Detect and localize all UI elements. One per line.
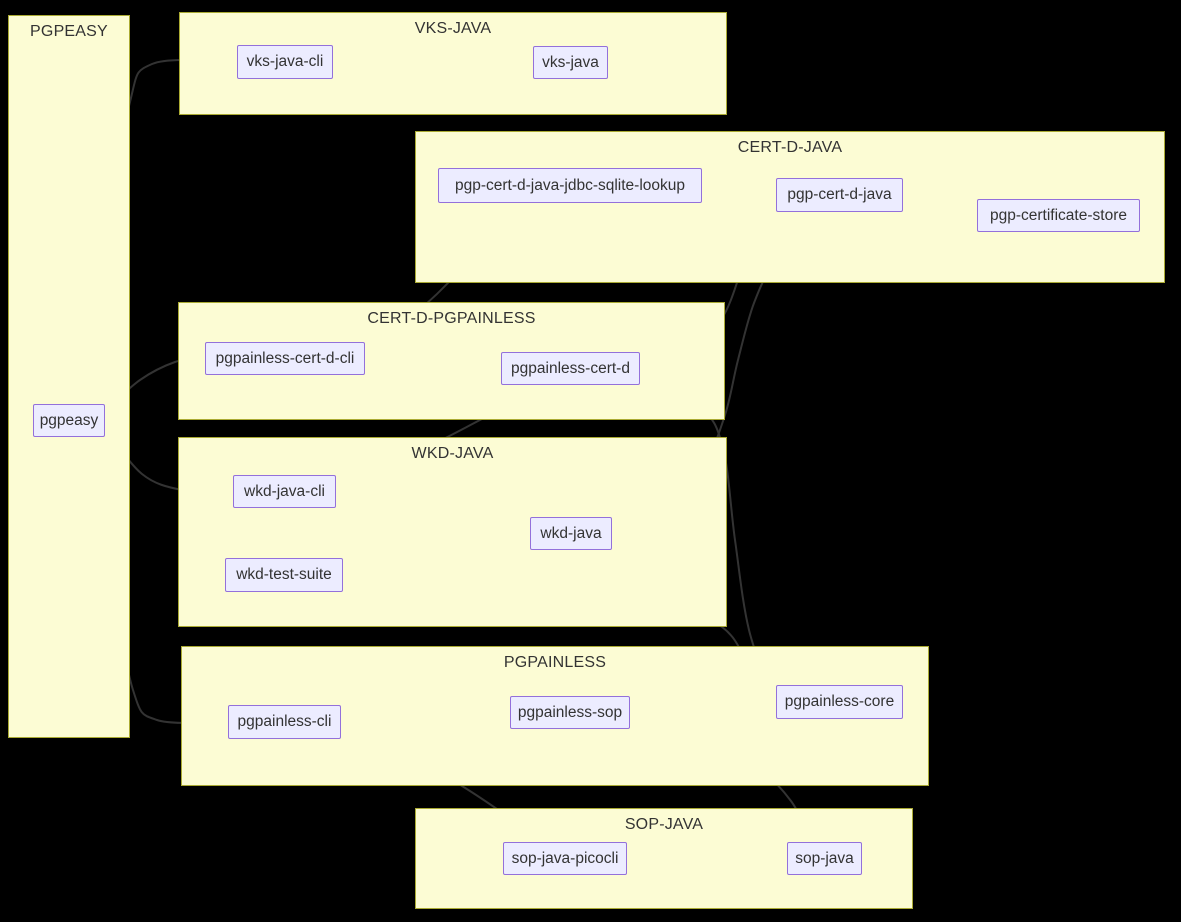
cluster-title-CERT-D-JAVA: CERT-D-JAVA xyxy=(737,139,843,156)
cluster-title-VKS-JAVA: VKS-JAVA xyxy=(414,20,492,37)
node-pgpainless-cert-d: pgpainless-cert-d xyxy=(501,352,640,385)
cluster-title-SOP-JAVA: SOP-JAVA xyxy=(624,816,704,833)
cluster-PGPEASY: PGPEASY xyxy=(8,15,130,738)
cluster-title-CERT-D-PGPAINLESS: CERT-D-PGPAINLESS xyxy=(367,310,536,327)
node-pgpainless-cert-d-cli: pgpainless-cert-d-cli xyxy=(205,342,365,375)
node-wkd-java: wkd-java xyxy=(530,517,612,550)
node-pgpainless-cli: pgpainless-cli xyxy=(228,705,341,739)
node-sop-java: sop-java xyxy=(787,842,862,875)
node-sop-java-picocli: sop-java-picocli xyxy=(503,842,627,875)
node-wkd-test-suite: wkd-test-suite xyxy=(225,558,343,592)
node-pgp-cert-d-java: pgp-cert-d-java xyxy=(776,178,903,212)
cluster-WKD-JAVA: WKD-JAVA xyxy=(178,437,727,627)
node-pgp-certificate-store: pgp-certificate-store xyxy=(977,199,1140,232)
cluster-title-WKD-JAVA: WKD-JAVA xyxy=(411,445,494,462)
node-wkd-java-cli: wkd-java-cli xyxy=(233,475,336,508)
node-pgpeasy: pgpeasy xyxy=(33,404,105,437)
node-pgpainless-sop: pgpainless-sop xyxy=(510,696,630,729)
node-vks-java: vks-java xyxy=(533,46,608,79)
node-pgp-cert-d-java-jdbc-sqlite-lookup: pgp-cert-d-java-jdbc-sqlite-lookup xyxy=(438,168,702,203)
cluster-title-PGPAINLESS: PGPAINLESS xyxy=(503,654,607,671)
node-vks-java-cli: vks-java-cli xyxy=(237,45,333,79)
cluster-title-PGPEASY: PGPEASY xyxy=(30,23,108,40)
node-pgpainless-core: pgpainless-core xyxy=(776,685,903,719)
